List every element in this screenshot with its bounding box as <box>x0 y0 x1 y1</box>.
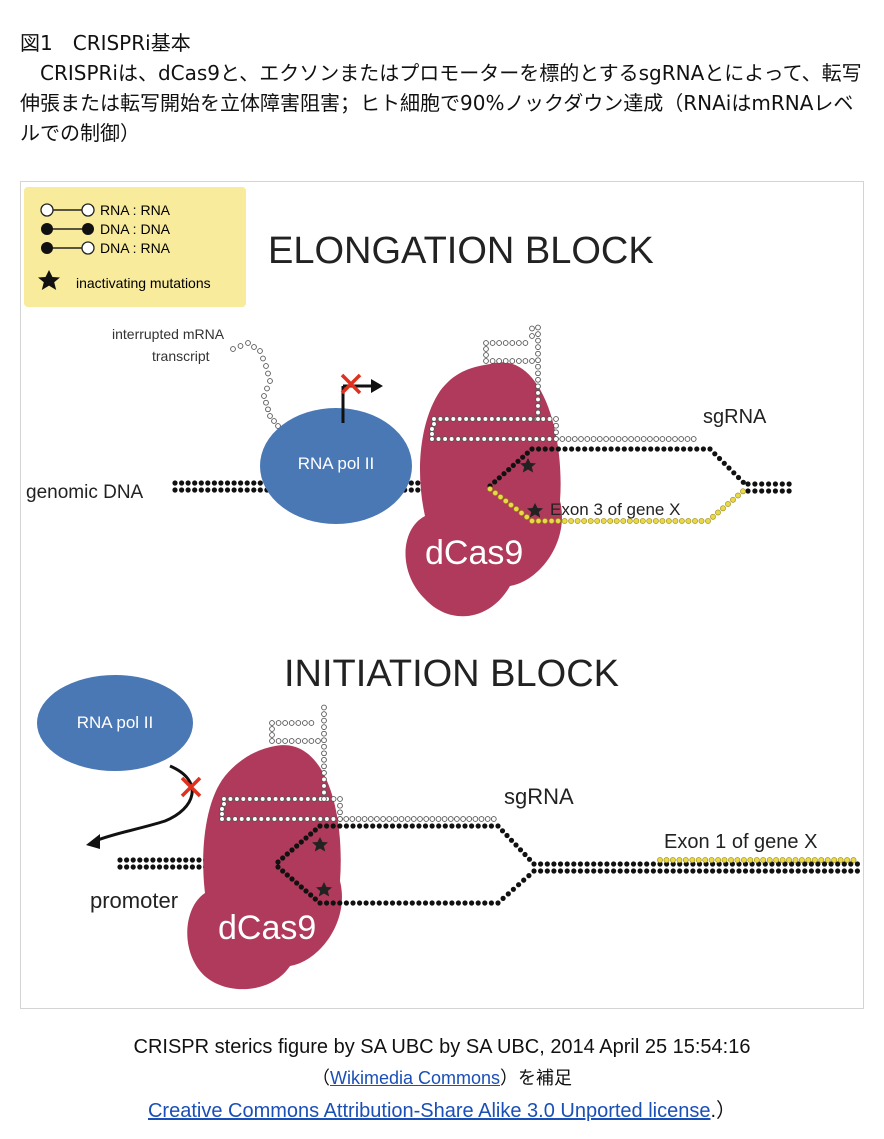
dcas9-top <box>405 362 562 617</box>
transcription-arrow-icon <box>86 764 194 849</box>
rna-pol-ii-label-bottom: RNA pol II <box>77 713 154 732</box>
rna-pol-ii-bottom <box>37 675 193 771</box>
sgrna-label-bottom: sgRNA <box>504 784 574 809</box>
caption-source: （Wikimedia Commons）を補足 <box>0 1064 884 1090</box>
caption-license: Creative Commons Attribution-Share Alike… <box>0 1094 884 1123</box>
dcas9-bottom <box>187 745 342 990</box>
rna-pol-ii-label-top: RNA pol II <box>298 454 375 473</box>
exon3-label: Exon 3 of gene X <box>550 500 680 519</box>
r-loop-bottom <box>275 823 533 906</box>
promoter-label: promoter <box>90 888 178 913</box>
legend-box <box>24 187 246 307</box>
caption-credit: CRISPR sterics figure by SA UBC by SA UB… <box>133 1036 751 1058</box>
initiation-block-title: INITIATION BLOCK <box>284 653 619 695</box>
legend: RNA : RNA DNA : DNA DNA : RNA inactivati… <box>24 187 246 307</box>
genomic-dna-label: genomic DNA <box>26 482 144 503</box>
mutation-star-bottom-2 <box>316 882 332 897</box>
dcas9-label-bottom: dCas9 <box>218 909 316 947</box>
wikimedia-commons-link[interactable]: Wikimedia Commons <box>329 1068 501 1088</box>
figure-description: CRISPRiは、dCas9と、エクソンまたはプロモーターを標的とするsgRNA… <box>20 61 862 145</box>
legend-mutations: inactivating mutations <box>76 275 211 291</box>
caption-source-rest: ）を補足 <box>500 1068 573 1088</box>
sgrna-label-top: sgRNA <box>703 406 767 428</box>
legend-dna-rna-icon <box>41 241 95 255</box>
legend-rna-rna: RNA : RNA <box>100 202 171 218</box>
rna-pol-ii-top <box>260 408 412 524</box>
legend-dna-dna: DNA : DNA <box>100 221 171 237</box>
star-icon <box>38 270 60 290</box>
mutation-star-top-1 <box>520 458 536 473</box>
blocked-cross-icon-top <box>340 373 362 395</box>
mutation-star-top-2 <box>527 503 543 518</box>
exon1-label: Exon 1 of gene X <box>664 831 817 853</box>
caption-paren-open: （ <box>311 1068 330 1088</box>
license-link[interactable]: Creative Commons Attribution-Share Alike… <box>147 1100 711 1122</box>
mrna-label-2: transcript <box>152 348 210 364</box>
caption-license-rest: .） <box>710 1100 737 1122</box>
r-loop-top <box>487 446 746 524</box>
figure-title: 図1 CRISPRi基本 <box>20 31 191 55</box>
crispri-diagram: RNA : RNA DNA : DNA DNA : RNA inactivati… <box>20 181 864 1009</box>
sgrna-guide-top <box>429 324 697 442</box>
mrna-label-1: interrupted mRNA <box>112 326 225 342</box>
dcas9-label-top: dCas9 <box>425 534 523 572</box>
legend-rna-rna-icon <box>40 203 95 217</box>
mutation-star-bottom-1 <box>312 837 328 852</box>
header: 図1 CRISPRi基本 CRISPRiは、dCas9と、エクソンまたはプロモー… <box>20 28 870 148</box>
elongation-block-title: ELONGATION BLOCK <box>268 230 654 272</box>
legend-dna-dna-icon <box>41 223 94 235</box>
sgrna-guide-bottom <box>219 704 497 822</box>
legend-dna-rna: DNA : RNA <box>100 240 171 256</box>
blocked-cross-icon-bottom <box>180 776 202 798</box>
promoter-dna-strands <box>117 857 861 874</box>
